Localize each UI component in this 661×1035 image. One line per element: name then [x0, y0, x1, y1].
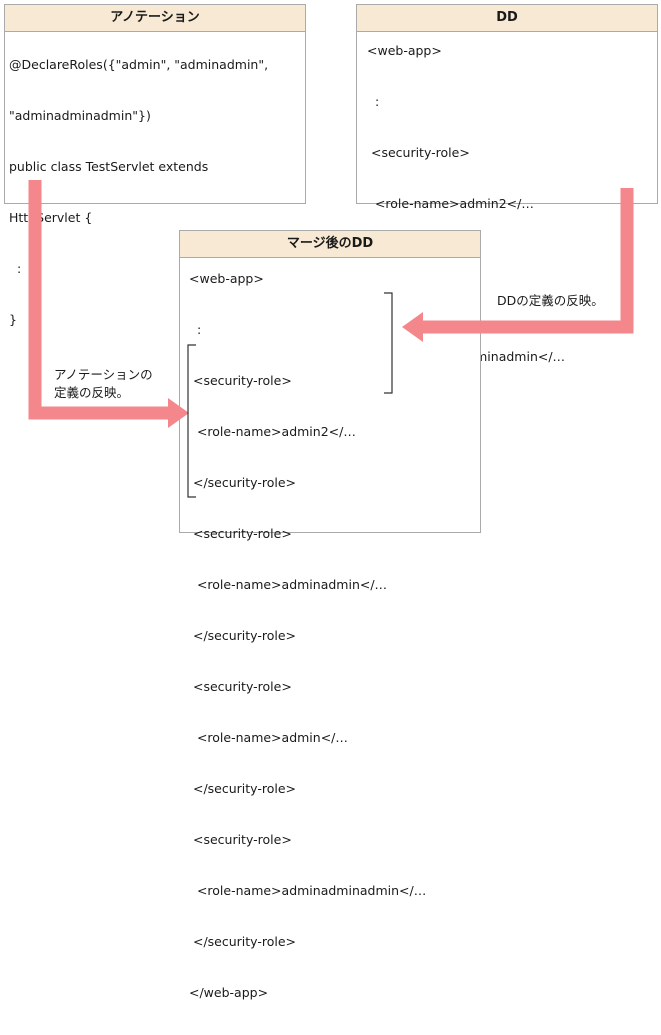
code-line: </security-role> — [189, 781, 297, 796]
annotation-reflect-arrow — [28, 180, 170, 420]
code-line: public class TestServlet extends — [9, 159, 209, 174]
code-line: </security-role> — [189, 475, 297, 490]
code-line: : — [9, 261, 22, 276]
annotation-roles-bracket — [187, 344, 196, 498]
dd-box-title: DD — [357, 5, 657, 32]
code-line: <role-name>admin2</… — [189, 424, 356, 439]
code-line: <web-app> — [367, 43, 442, 58]
code-line: <web-app> — [189, 271, 264, 286]
code-line: <security-role> — [189, 832, 292, 847]
annotation-reflect-arrowhead — [168, 398, 189, 428]
code-line: <security-role> — [189, 679, 292, 694]
code-line: </security-role> — [189, 934, 297, 949]
code-line: <role-name>adminadminadmin</… — [189, 883, 427, 898]
code-line: } — [9, 312, 17, 327]
code-line: <role-name>adminadmin</… — [189, 577, 388, 592]
code-line: : — [189, 322, 202, 337]
diagram-overlay — [28, 180, 634, 498]
dd-reflect-arrow — [420, 188, 634, 334]
annotation-reflect-label-line1: アノテーションの — [54, 367, 153, 382]
annotation-reflect-label-line2: 定義の反映。 — [54, 385, 130, 400]
code-line: @DeclareRoles({"admin", "adminadmin", — [9, 57, 269, 72]
dd-reflect-label: DDの定義の反映。 — [497, 293, 604, 308]
annotation-code: @DeclareRoles({"admin", "adminadmin", "a… — [9, 22, 268, 362]
code-line: "adminadminadmin"}) — [9, 108, 151, 123]
annotation-box: アノテーション @DeclareRoles({"admin", "adminad… — [4, 4, 306, 327]
code-line: <role-name>admin</… — [189, 730, 348, 745]
code-line: HttpServlet { — [9, 210, 93, 225]
code-line: </web-app> — [189, 985, 269, 1000]
dd-roles-bracket — [384, 292, 393, 394]
merged-dd-box-title: マージ後のDD — [180, 231, 480, 258]
code-line: <security-role> — [367, 145, 470, 160]
code-line: </security-role> — [189, 628, 297, 643]
dd-reflect-arrowhead — [402, 312, 423, 342]
code-line: : — [367, 94, 380, 109]
code-line: <security-role> — [189, 373, 292, 388]
code-line: <role-name>admin2</… — [367, 196, 534, 211]
annotation-box-title: アノテーション — [5, 5, 305, 32]
